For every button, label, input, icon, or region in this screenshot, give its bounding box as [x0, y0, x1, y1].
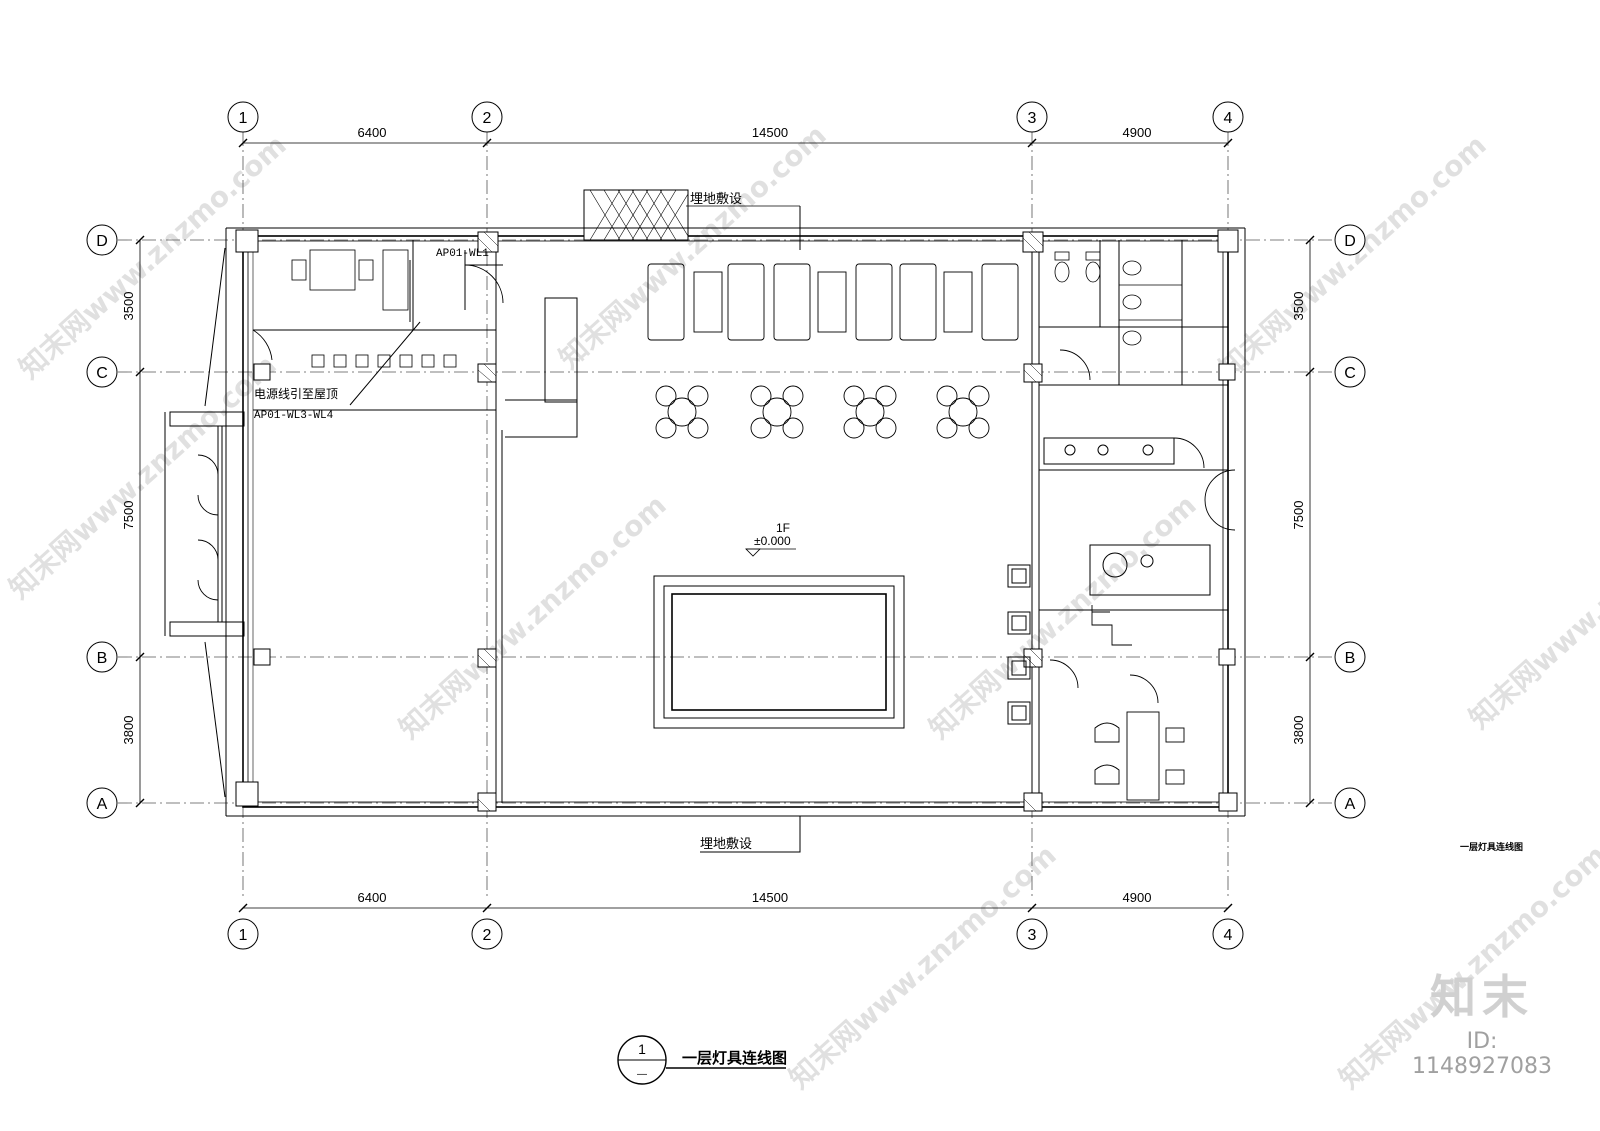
- brand-id: ID: 1148927083: [1412, 1029, 1552, 1079]
- axis-label-bottom-4: 4: [1224, 927, 1233, 944]
- axis-label-right-d: D: [1344, 233, 1356, 250]
- watermark-text: 知末网www.znzmo.com: [1463, 478, 1600, 735]
- axis-label-left-d: D: [96, 233, 108, 250]
- dim-bottom-2: 14500: [752, 890, 788, 905]
- dim-left-2: 7500: [121, 501, 136, 530]
- watermark-text: 知末网www.znzmo.com: [553, 118, 833, 375]
- dim-right-3: 3800: [1291, 716, 1306, 745]
- brand-logo: 知末: [1430, 970, 1534, 1024]
- axis-label-top-4: 4: [1224, 110, 1233, 127]
- axis-label-bottom-2: 2: [483, 927, 492, 944]
- interior-walls: [253, 240, 1228, 803]
- ap01-wl3-wl4-label: AP01-WL3-WL4: [254, 410, 334, 422]
- wiring-runs: [225, 206, 1246, 853]
- lounge-seating: [647, 263, 1019, 341]
- dim-bottom-3: 4900: [1123, 890, 1152, 905]
- axis-labels: 1 2 3 4 1 2 3 4 D C B A D C B A: [96, 110, 1356, 944]
- axis-label-right-b: B: [1345, 650, 1356, 667]
- axis-label-right-a: A: [1345, 796, 1356, 813]
- dim-left-3: 3800: [121, 716, 136, 745]
- level-marker-icon: [745, 548, 761, 557]
- structural-columns: [235, 229, 1239, 812]
- doors: [197, 264, 1236, 704]
- dimension-texts: 6400 14500 4900 6400 14500 4900 3500 750…: [121, 125, 1306, 905]
- toilet-fixtures: [1054, 251, 1182, 346]
- axis-label-top-2: 2: [483, 110, 492, 127]
- entrance-vestibule: [164, 247, 245, 798]
- dim-top-1: 6400: [358, 125, 387, 140]
- dimension-lines: [135, 138, 1315, 913]
- watermark-text: 知末网www.znzmo.com: [783, 838, 1063, 1095]
- dim-right-1: 3500: [1291, 292, 1306, 321]
- watermark-text: 知末网www.znzmo.com: [13, 128, 293, 385]
- office-furniture: [291, 249, 457, 368]
- title-sub: —: [637, 1069, 647, 1080]
- dim-bottom-1: 6400: [358, 890, 387, 905]
- central-pool: [653, 575, 905, 729]
- axis-label-right-c: C: [1344, 365, 1356, 382]
- ap01-wl1-label: AP01-WL1: [436, 248, 489, 260]
- dining-tables: [655, 385, 990, 439]
- axis-label-left-c: C: [96, 365, 108, 382]
- column-hatches: [477, 231, 1044, 812]
- dim-top-2: 14500: [752, 125, 788, 140]
- title-number: 1: [638, 1041, 646, 1057]
- axis-label-top-1: 1: [239, 110, 248, 127]
- buried-label-top: 埋地敷设: [690, 191, 742, 206]
- power-to-roof-label: 电源线引至屋顶: [254, 387, 338, 401]
- dim-top-3: 4900: [1123, 125, 1152, 140]
- drawing-title: 一层灯具连线图: [682, 1049, 787, 1067]
- axis-bubbles: [86, 101, 1366, 950]
- watermark-text: 知末网www.znzmo.com: [393, 488, 673, 745]
- drawing-title-block: 1 — 一层灯具连线图: [617, 1035, 787, 1085]
- exterior-walls: [242, 235, 1229, 808]
- level-value: ±0.000: [754, 534, 791, 548]
- plan-annotations: 埋地敷设 埋地敷设 AP01-WL1 电源线引至屋顶 AP01-WL3-WL4 …: [254, 191, 1523, 852]
- dim-left-1: 3500: [121, 292, 136, 321]
- display-pedestals: [1007, 564, 1031, 725]
- watermark-text: 知末网www.znzmo.com: [3, 348, 283, 605]
- axis-label-bottom-1: 1: [239, 927, 248, 944]
- axis-label-top-3: 3: [1028, 110, 1037, 127]
- planter-feature: [583, 189, 689, 241]
- buried-label-bottom: 埋地敷设: [700, 836, 752, 851]
- stair-and-meeting: [1091, 605, 1185, 801]
- level-name: 1F: [776, 521, 790, 535]
- watermark-text: 知末网www.znzmo.com: [1213, 128, 1493, 385]
- axis-label-left-a: A: [97, 796, 108, 813]
- axis-label-left-b: B: [97, 650, 108, 667]
- dim-right-2: 7500: [1291, 501, 1306, 530]
- watermark-text: 知末网www.znzmo.com: [923, 488, 1203, 745]
- side-note-label: 一层灯具连线图: [1460, 841, 1523, 852]
- axis-label-bottom-3: 3: [1028, 927, 1037, 944]
- watermark-brand: 知末 ID: 1148927083: [1412, 961, 1552, 1079]
